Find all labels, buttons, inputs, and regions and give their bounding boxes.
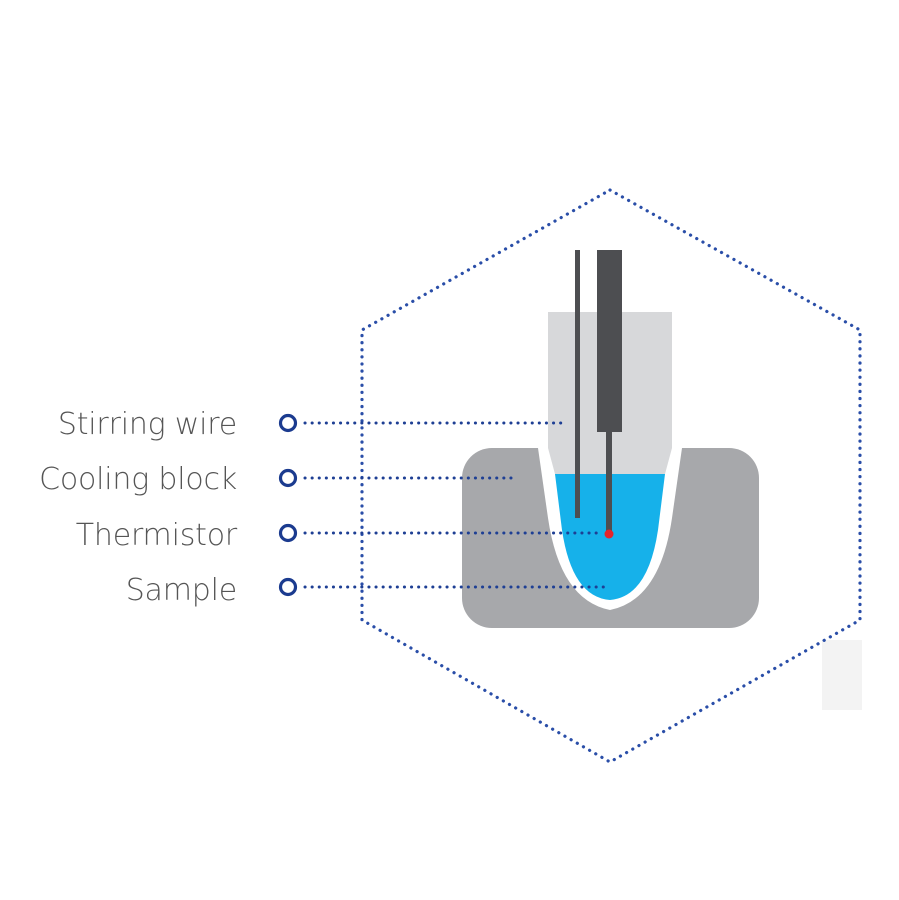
marker-sample <box>278 577 298 597</box>
thermistor-probe-body <box>597 250 622 432</box>
label-stirring-wire: Stirring wire <box>58 407 237 442</box>
thermistor-probe-stem <box>606 430 612 532</box>
background-shade <box>822 640 862 710</box>
sensor-tip <box>604 529 614 539</box>
stirring-wire-shape <box>575 250 580 518</box>
label-thermistor: Thermistor <box>76 518 238 553</box>
marker-stirring-wire <box>278 413 298 433</box>
marker-cooling-block <box>278 468 298 488</box>
label-sample: Sample <box>126 573 237 608</box>
label-cooling-block: Cooling block <box>39 462 237 497</box>
marker-thermistor <box>278 523 298 543</box>
hexagon-frame <box>360 188 862 764</box>
